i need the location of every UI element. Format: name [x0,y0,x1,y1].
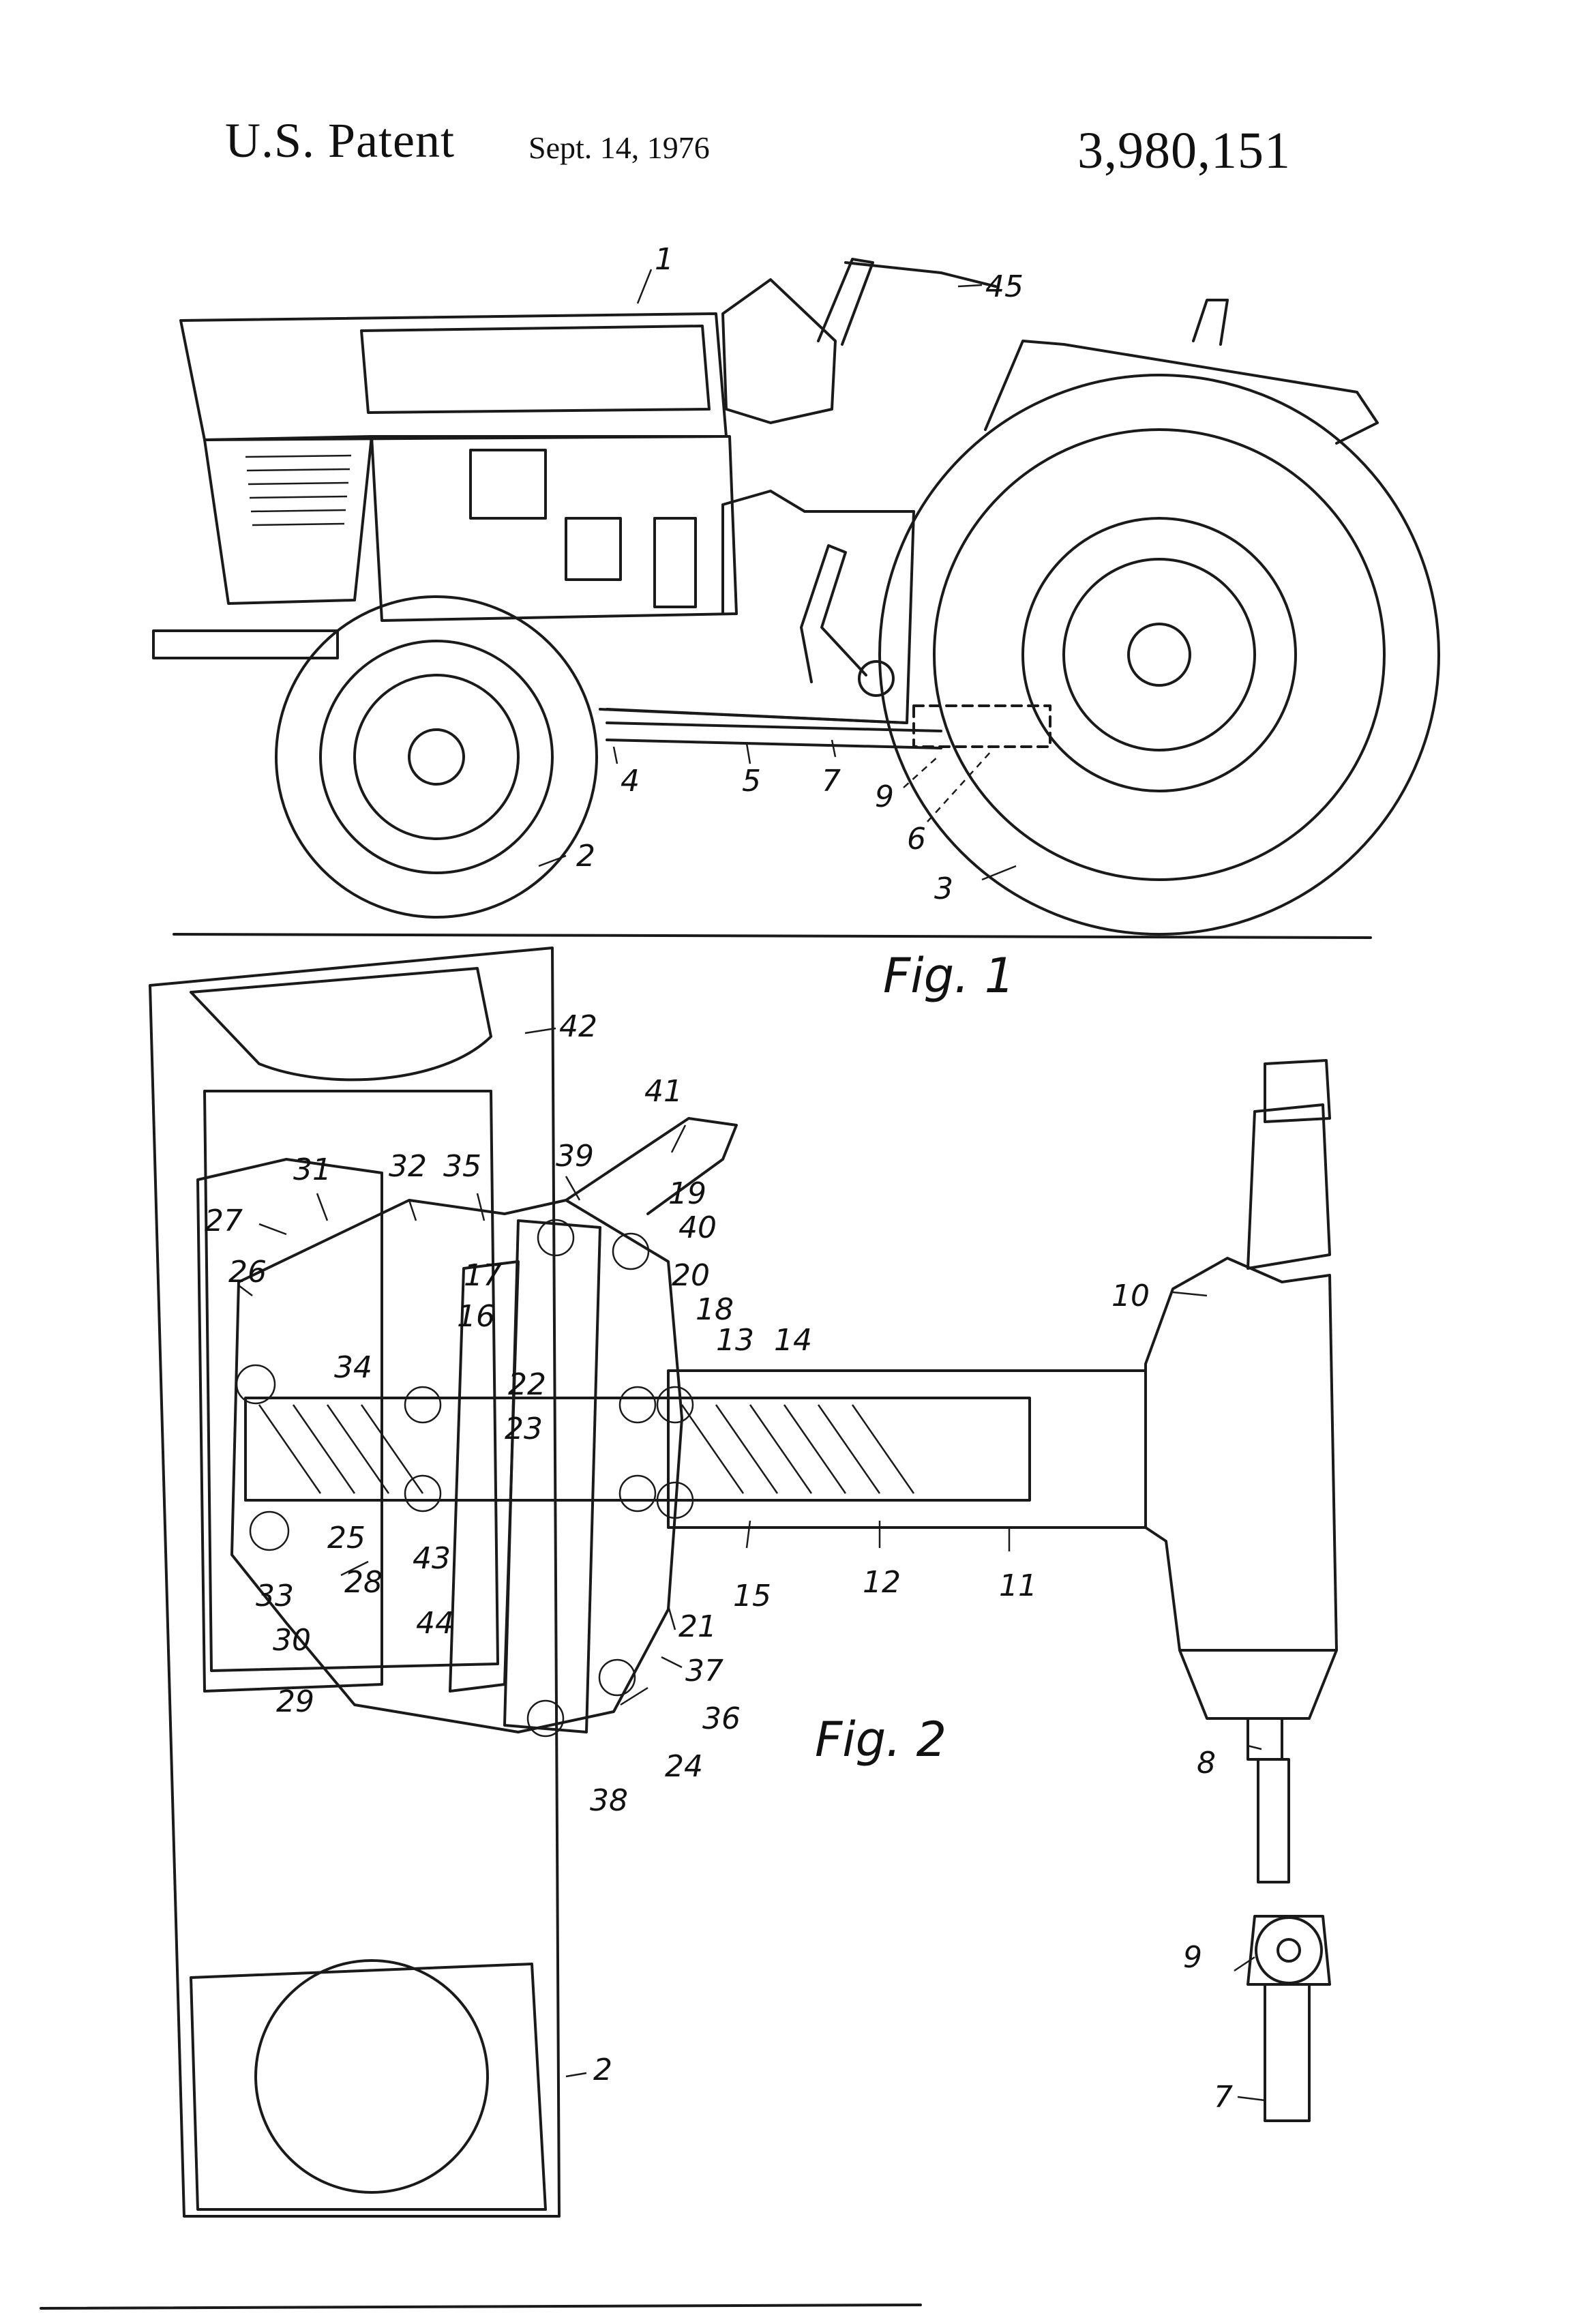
fig2-label-40: 40 [678,1210,717,1245]
fig2-label-29: 29 [276,1684,314,1719]
fig2-label-8: 8 [1197,1746,1216,1781]
fig1-label-3: 3 [934,872,953,906]
fig2-label-21: 21 [678,1609,717,1644]
patent-label: U.S. Patent [225,113,456,168]
fig2-label-7: 7 [1214,2080,1233,2115]
patent-date: Sept. 14, 1976 [528,130,710,165]
fig1-label-7: 7 [822,764,841,799]
fig1-label-9: 9 [875,779,894,814]
fig2-label-10: 10 [1111,1279,1150,1313]
fig1-label-2: 2 [576,839,595,874]
fig2-label-33: 33 [256,1579,294,1613]
fig2-label-2: 2 [593,2053,612,2087]
fig2-label-28: 28 [344,1565,383,1600]
fig2-label-41: 41 [644,1074,683,1109]
fig2-label-27: 27 [205,1204,243,1238]
fig2-label-15: 15 [733,1579,771,1613]
fig2-label-12: 12 [863,1565,901,1600]
fig2-label-37: 37 [685,1654,723,1688]
fig1-label-4: 4 [621,764,640,799]
fig1-label-45: 45 [985,269,1024,304]
fig2-label-17: 17 [464,1258,502,1293]
fig2-label-32: 32 [389,1149,427,1184]
fig2-label-30: 30 [273,1623,311,1658]
figure-1-tractor: 1 45 2 4 5 7 9 6 3 Fig. 1 [152,242,1440,1004]
fig2-label-38: 38 [590,1783,628,1818]
fig2-label-42: 42 [559,1009,597,1044]
fig2-label-16: 16 [457,1299,495,1334]
fig1-caption: Fig. 1 [883,948,1015,1004]
fig2-label-31: 31 [293,1152,331,1187]
fig1-label-1: 1 [655,242,674,277]
fig2-label-44: 44 [416,1606,454,1641]
patent-number: 3,980,151 [1077,122,1291,179]
fig2-label-35: 35 [443,1149,481,1184]
figure-2-hub-section: 42 41 39 31 32 35 19 27 40 26 17 20 18 1… [40,947,1338,2310]
fig2-label-36: 36 [702,1701,741,1736]
fig2-label-9: 9 [1183,1940,1202,1975]
fig2-label-43: 43 [413,1541,451,1576]
fig1-label-6: 6 [907,822,926,856]
fig2-label-24: 24 [665,1749,703,1784]
fig2-label-23: 23 [505,1412,543,1446]
fig2-label-18: 18 [696,1292,734,1327]
fig2-label-14: 14 [774,1323,812,1358]
fig2-label-13: 13 [716,1323,754,1358]
fig1-label-5: 5 [742,764,761,799]
fig2-label-11: 11 [999,1568,1037,1603]
fig2-label-22: 22 [508,1367,546,1402]
fig2-label-34: 34 [334,1350,372,1385]
fig2-caption: Fig. 2 [815,1712,946,1768]
fig2-label-39: 39 [556,1139,594,1174]
fig2-label-25: 25 [327,1521,365,1555]
fig2-label-20: 20 [672,1258,710,1293]
fig2-label-19: 19 [668,1176,706,1211]
fig2-label-26: 26 [228,1255,267,1290]
